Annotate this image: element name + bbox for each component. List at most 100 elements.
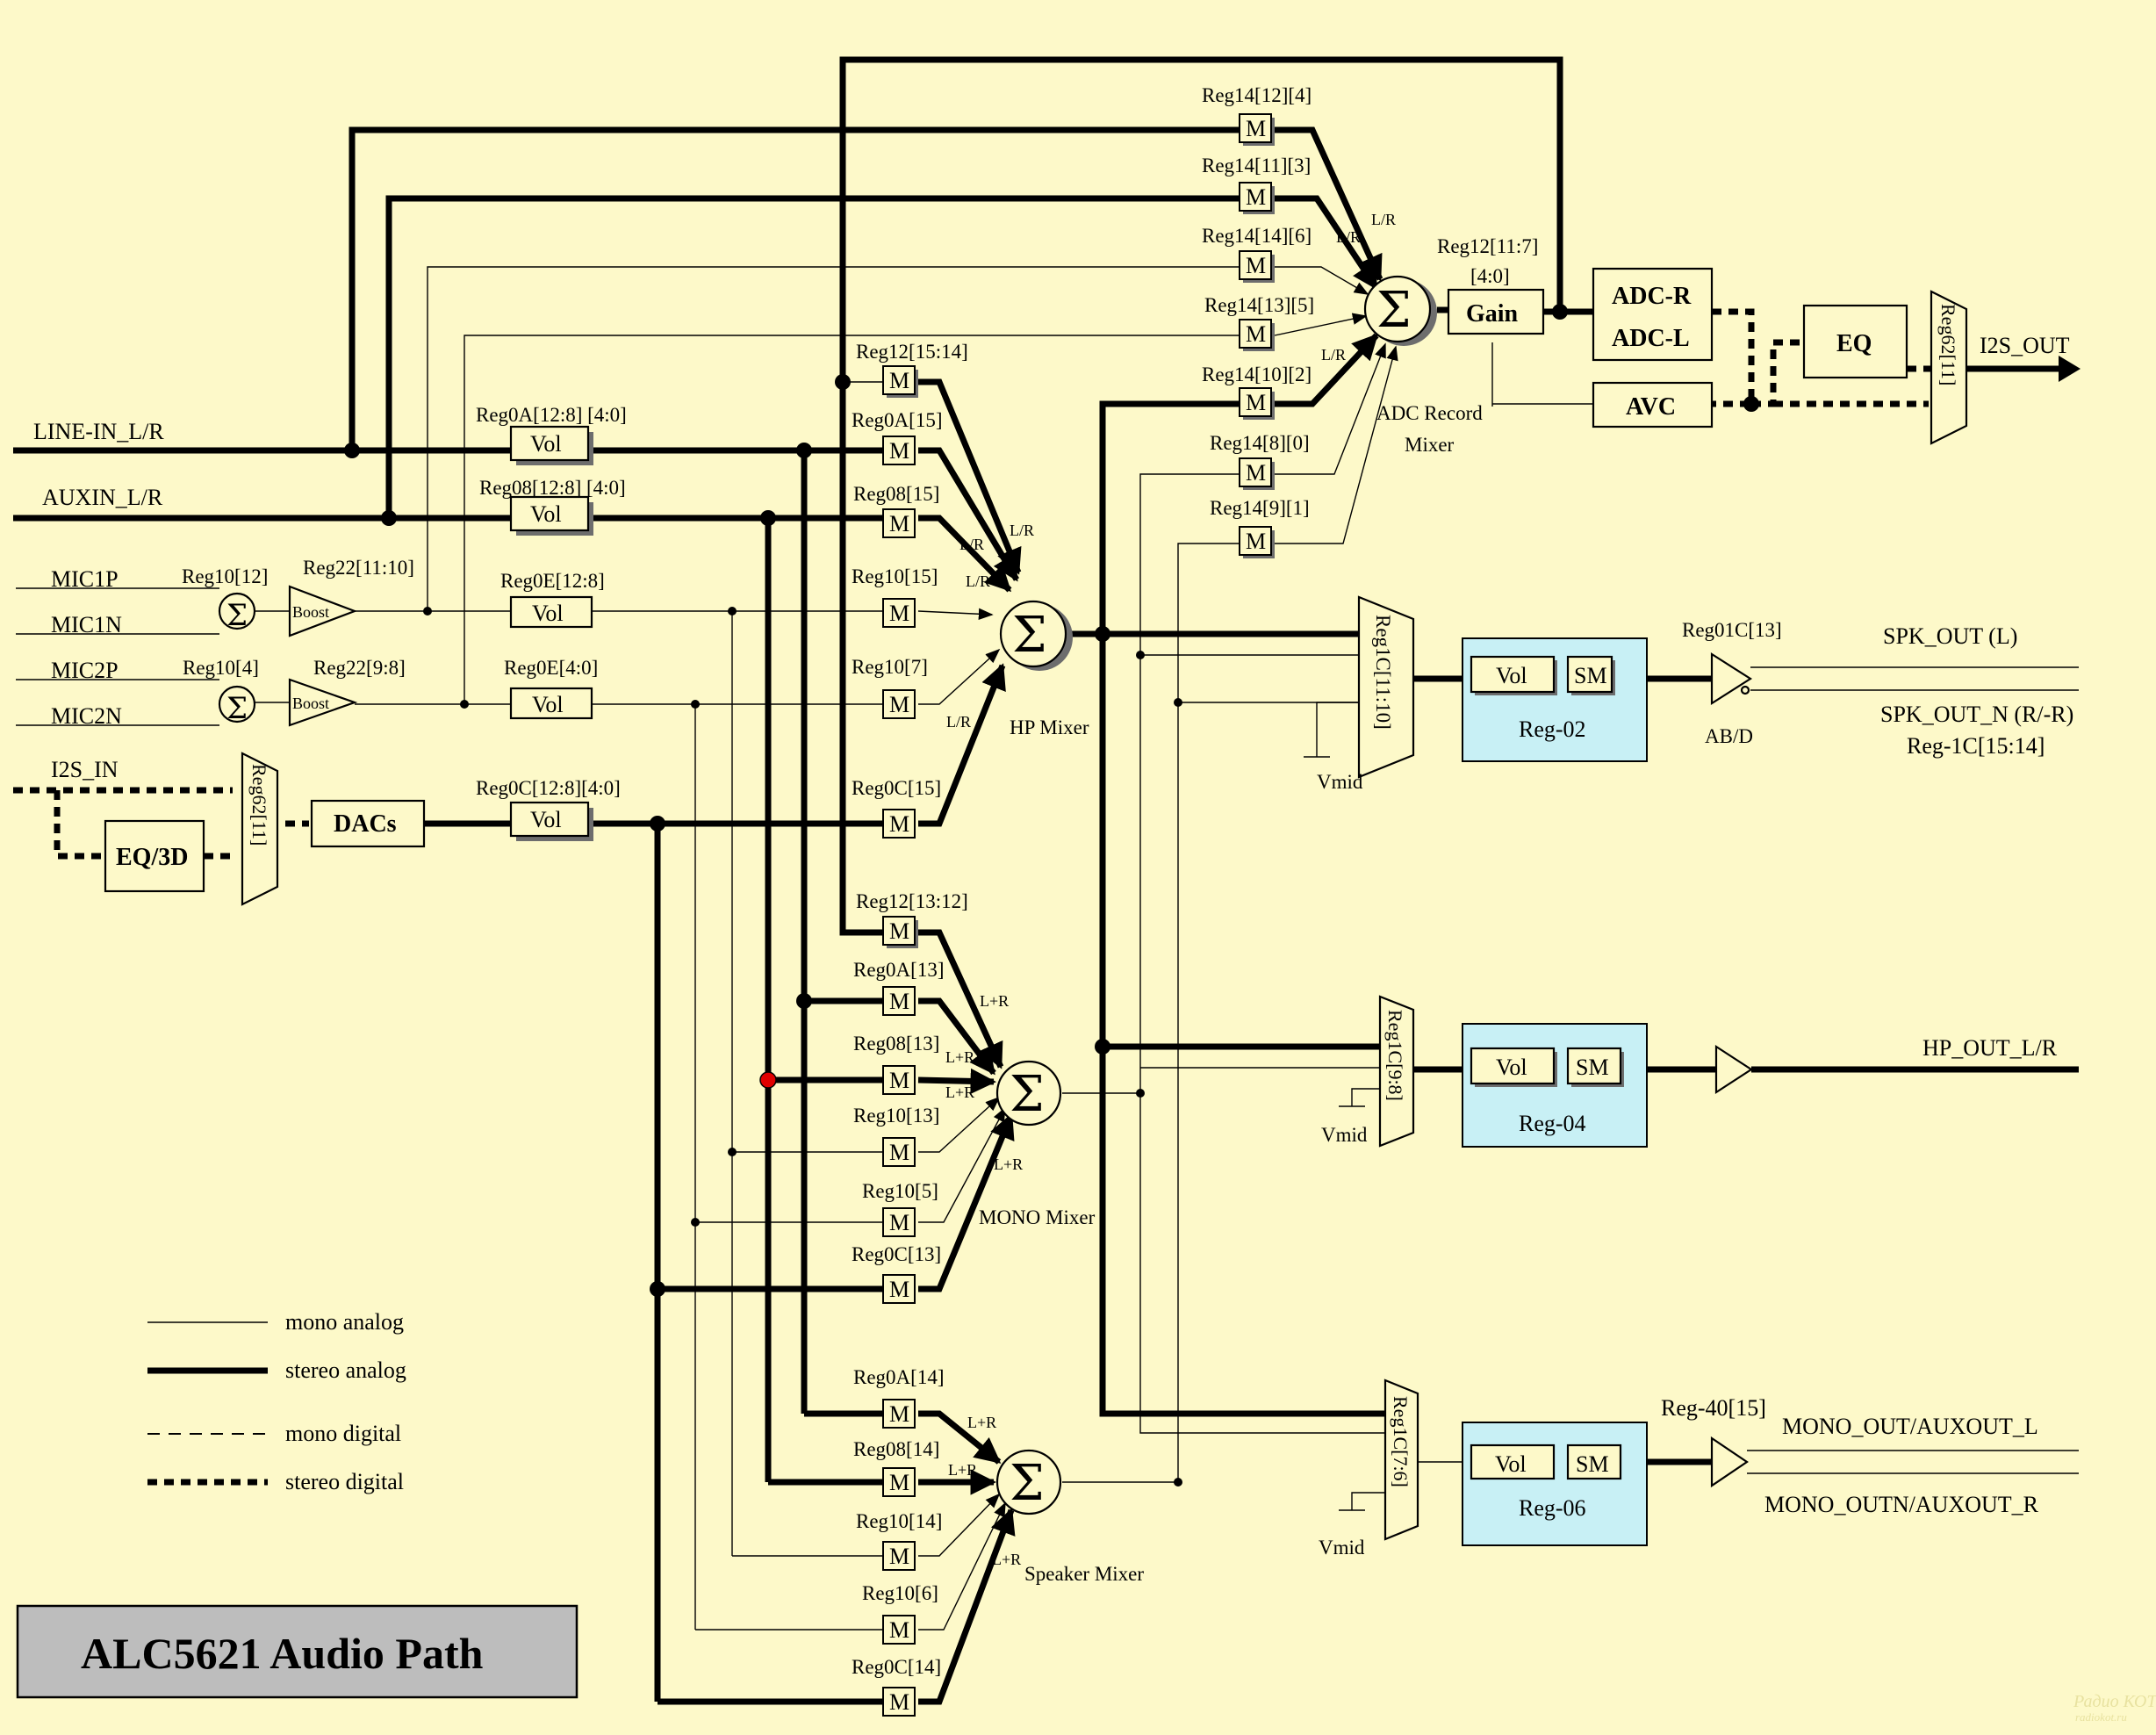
svg-text:SM: SM [1576, 1451, 1609, 1477]
svg-text:Reg10[13]: Reg10[13] [853, 1105, 939, 1127]
mic2n-label: MIC2N [51, 703, 122, 729]
svg-text:Vol: Vol [1496, 1055, 1527, 1080]
mic2-boost-gain-reg: Reg22[9:8] [313, 657, 406, 679]
svg-text:Vol: Vol [1495, 1451, 1527, 1477]
svg-text:Vol: Vol [530, 431, 562, 457]
hp-mixer-label: HP Mixer [1010, 716, 1089, 738]
svg-text:radiokot.ru: radiokot.ru [2075, 1710, 2127, 1724]
svg-text:Reg12[15:14]: Reg12[15:14] [856, 341, 968, 363]
legend-mono-analog: mono analog [285, 1309, 404, 1335]
ab-d-label: AB/D [1705, 725, 1753, 747]
hp-out-label: HP_OUT_L/R [1922, 1035, 2058, 1061]
spk-out-n-label: SPK_OUT_N (R/-R) [1880, 702, 2073, 727]
svg-text:Reg0A[14]: Reg0A[14] [853, 1366, 944, 1388]
reg62-in-mux: Reg62[11] [241, 752, 279, 906]
auxin-vol-block: Vol Reg08[12:8] [4:0] [479, 477, 626, 536]
gain-reg-sub: [4:0] [1470, 265, 1510, 287]
svg-text:Reg10[7]: Reg10[7] [852, 656, 928, 678]
svg-text:L/R: L/R [1371, 211, 1396, 228]
legend-mono-digital: mono digital [285, 1421, 401, 1446]
svg-text:M: M [1246, 390, 1266, 415]
mic1-vol-reg: Reg0E[12:8] [500, 570, 605, 592]
svg-text:L+R: L+R [967, 1414, 996, 1431]
hp-sum-icon: Σ [1012, 607, 1047, 664]
mic2-vol-block: Vol Reg0E[4:0] [504, 657, 598, 720]
svg-text:M: M [889, 811, 909, 837]
svg-text:M: M [889, 511, 909, 536]
i2s-out: I2S_OUT [1966, 333, 2081, 382]
vmid-spk-label: Vmid [1317, 771, 1363, 793]
svg-text:Reg0C[13]: Reg0C[13] [852, 1243, 941, 1265]
svg-text:SM: SM [1576, 1055, 1609, 1080]
dac-vol-block: Vol Reg0C[12:8][4:0] [476, 777, 621, 841]
legend-stereo-analog: stereo analog [285, 1357, 406, 1383]
svg-text:SM: SM [1574, 663, 1607, 688]
adc-mixer-label-line2: Mixer [1405, 434, 1455, 456]
mic2-boost-label: Boost [292, 695, 329, 712]
mono-out-label: MONO_OUT/AUXOUT_L [1782, 1414, 2038, 1439]
svg-text:M: M [1246, 460, 1266, 486]
reg1c-spk-mux: Reg1C[11:10] Vmid [1317, 595, 1415, 793]
adc-sum-icon: Σ [1376, 282, 1412, 339]
watermark: Радио КОТ radiokot.ru [2073, 1692, 2156, 1724]
mic2-boost-block: Σ Boost Reg10[4] Reg22[9:8] [183, 657, 406, 727]
speaker-mixer-label: Speaker Mixer [1024, 1563, 1144, 1585]
mono-mixer: Σ L+R L+R L+R L+R MONO Mixer [945, 992, 1096, 1228]
svg-text:Reg62[11]: Reg62[11] [248, 764, 270, 846]
svg-text:M: M [889, 1544, 909, 1569]
mic2-sum-icon: Σ [226, 691, 248, 726]
svg-text:L/R: L/R [966, 572, 990, 590]
svg-text:M: M [1246, 253, 1266, 278]
reg-06-label: Reg-06 [1519, 1495, 1586, 1521]
vmid-hp-label: Vmid [1321, 1124, 1368, 1146]
svg-text:L+R: L+R [992, 1551, 1021, 1568]
reg1c-mono-mux: Reg1C[7:6] Vmid [1319, 1379, 1419, 1559]
auxin-label: AUXIN_L/R [42, 485, 163, 510]
mono-mixer-label: MONO Mixer [979, 1206, 1096, 1228]
svg-text:M: M [889, 368, 909, 393]
svg-text:Reg1C[11:10]: Reg1C[11:10] [1372, 615, 1394, 730]
svg-text:M: M [889, 989, 909, 1014]
reg-40-label: Reg-40[15] [1661, 1395, 1766, 1421]
svg-text:Reg14[8][0]: Reg14[8][0] [1210, 432, 1310, 454]
svg-text:Reg1C[7:6]: Reg1C[7:6] [1390, 1396, 1412, 1487]
wires [13, 56, 2079, 1705]
i2s-in-label: I2S_IN [51, 757, 119, 782]
svg-text:L+R: L+R [948, 1461, 977, 1479]
svg-text:L+R: L+R [994, 1155, 1023, 1173]
avc-block: AVC [1592, 381, 1714, 428]
auxin-vol-reg: Reg08[12:8] [4:0] [479, 477, 626, 499]
svg-text:M: M [889, 1689, 909, 1715]
adc-mixer-label-line1: ADC Record [1376, 402, 1483, 424]
svg-text:L/R: L/R [1321, 346, 1346, 364]
spk-output-amp: Reg01C[13] AB/D SPK_OUT (L) SPK_OUT_N (R… [1682, 619, 2073, 759]
adc-block: ADC-R ADC-L [1592, 267, 1714, 362]
mono-mute-switches: M Reg12[13:12] M Reg0A[13] M Reg08[13] M… [852, 890, 968, 1304]
hp-output-amp: HP_OUT_L/R [1714, 1035, 2058, 1095]
speaker-mute-switches: M Reg0A[14] M Reg08[14] M Reg10[14] M Re… [852, 1366, 944, 1717]
svg-text:M: M [889, 918, 909, 944]
svg-text:M: M [889, 1210, 909, 1235]
svg-text:Reg10[6]: Reg10[6] [862, 1582, 938, 1604]
adc-mute-switches: M Reg14[12][4] M Reg14[11][3] M Reg14[14… [1202, 84, 1314, 558]
svg-text:M: M [889, 1617, 909, 1643]
mono-output-amp: Reg-40[15] MONO_OUT/AUXOUT_L MONO_OUTN/A… [1661, 1395, 2039, 1517]
mic2-boost-reg: Reg10[4] [183, 657, 259, 679]
reg-02-block: Vol SM Reg-02 [1462, 637, 1648, 762]
svg-text:L+R: L+R [945, 1048, 974, 1066]
speaker-mixer: Σ L+R L+R L+R Speaker Mixer [948, 1414, 1144, 1585]
svg-text:L+R: L+R [945, 1083, 974, 1101]
mono-outn-label: MONO_OUTN/AUXOUT_R [1764, 1492, 2039, 1517]
svg-text:Reg0C[14]: Reg0C[14] [852, 1656, 941, 1678]
reg-02-label: Reg-02 [1519, 716, 1586, 742]
svg-text:Reg0C[15]: Reg0C[15] [852, 777, 941, 799]
highlighted-junction [759, 1071, 777, 1089]
mono-sum-icon: Σ [1010, 1066, 1045, 1123]
svg-text:M: M [889, 1470, 909, 1495]
reg-06-block: Vol SM Reg-06 [1462, 1422, 1648, 1546]
svg-text:Reg0A[15]: Reg0A[15] [852, 409, 942, 431]
gain-reg: Reg12[11:7] [1437, 235, 1538, 257]
speaker-sum-icon: Σ [1010, 1455, 1045, 1512]
svg-text:Gain: Gain [1466, 300, 1519, 328]
